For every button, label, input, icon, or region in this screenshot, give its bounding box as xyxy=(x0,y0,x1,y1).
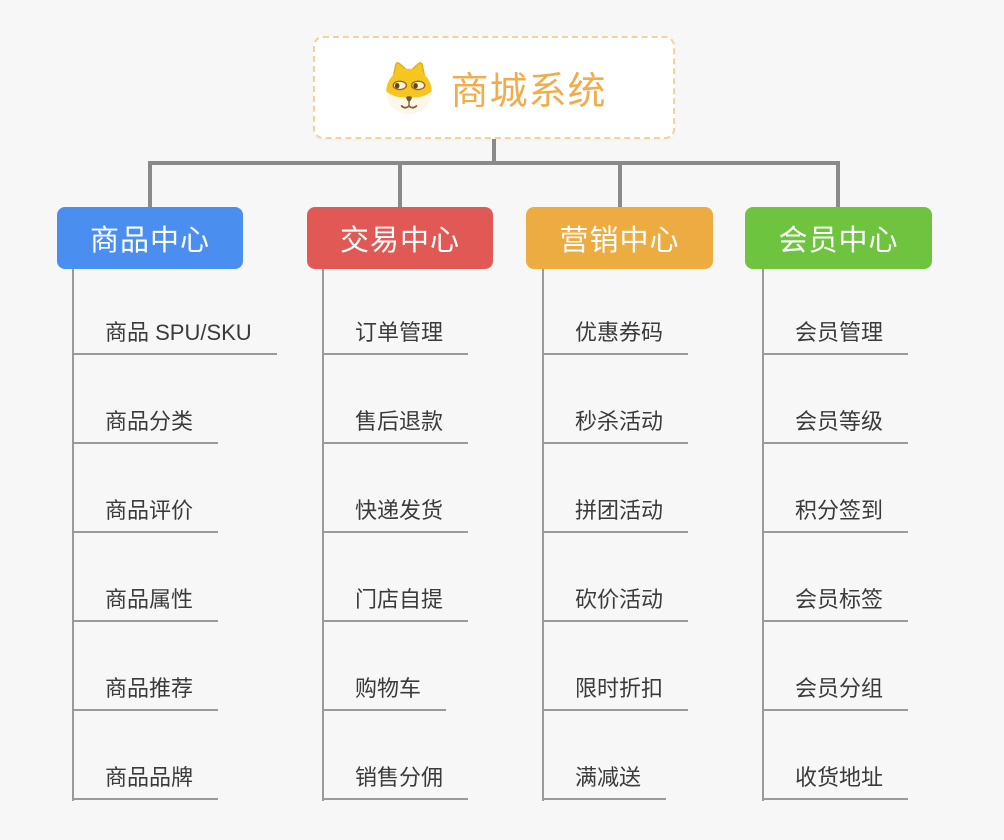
drop-line-marketing xyxy=(618,161,622,209)
leaf-node[interactable]: 收货地址 xyxy=(762,711,909,800)
drop-line-product xyxy=(148,161,152,209)
leaf-node[interactable]: 商品品牌 xyxy=(72,711,219,800)
leaf-node[interactable]: 会员等级 xyxy=(762,355,909,444)
leaf-column-member: 会员管理 会员等级 积分签到 会员标签 会员分组 收货地址 xyxy=(762,266,909,800)
leaf-node[interactable]: 商品 SPU/SKU xyxy=(72,266,277,355)
drop-line-member xyxy=(836,161,840,209)
trunk-line-product xyxy=(72,269,74,801)
trunk-line-trade xyxy=(322,269,324,801)
leaf-node[interactable]: 售后退款 xyxy=(322,355,469,444)
leaf-node[interactable]: 会员管理 xyxy=(762,266,909,355)
leaf-node[interactable]: 销售分佣 xyxy=(322,711,469,800)
branch-node-member-center[interactable]: 会员中心 xyxy=(745,207,932,269)
leaf-column-marketing: 优惠券码 秒杀活动 拼团活动 砍价活动 限时折扣 满减送 xyxy=(542,266,689,800)
leaf-column-product: 商品 SPU/SKU 商品分类 商品评价 商品属性 商品推荐 商品品牌 xyxy=(72,266,277,800)
leaf-node[interactable]: 商品推荐 xyxy=(72,622,219,711)
root-node-mall-system[interactable]: 商城系统 xyxy=(313,36,675,139)
branch-node-marketing-center[interactable]: 营销中心 xyxy=(526,207,713,269)
leaf-node[interactable]: 商品属性 xyxy=(72,533,219,622)
leaf-node[interactable]: 快递发货 xyxy=(322,444,469,533)
dog-face-icon xyxy=(386,61,433,114)
trunk-line-marketing xyxy=(542,269,544,801)
leaf-node[interactable]: 会员分组 xyxy=(762,622,909,711)
leaf-node[interactable]: 限时折扣 xyxy=(542,622,689,711)
leaf-node[interactable]: 订单管理 xyxy=(322,266,469,355)
branch-node-product-center[interactable]: 商品中心 xyxy=(57,207,243,269)
leaf-column-trade: 订单管理 售后退款 快递发货 门店自提 购物车 销售分佣 xyxy=(322,266,469,800)
trunk-line-member xyxy=(762,269,764,801)
root-node-label: 商城系统 xyxy=(450,71,607,113)
drop-line-trade xyxy=(398,161,402,209)
leaf-node[interactable]: 满减送 xyxy=(542,711,667,800)
leaf-node[interactable]: 砍价活动 xyxy=(542,533,689,622)
branch-node-trade-center[interactable]: 交易中心 xyxy=(307,207,493,269)
leaf-node[interactable]: 购物车 xyxy=(322,622,447,711)
leaf-node[interactable]: 商品分类 xyxy=(72,355,219,444)
leaf-node[interactable]: 拼团活动 xyxy=(542,444,689,533)
leaf-node[interactable]: 积分签到 xyxy=(762,444,909,533)
leaf-node[interactable]: 会员标签 xyxy=(762,533,909,622)
leaf-node[interactable]: 商品评价 xyxy=(72,444,219,533)
leaf-node[interactable]: 门店自提 xyxy=(322,533,469,622)
root-connector-line xyxy=(492,138,496,163)
branch-bus-line xyxy=(148,161,840,165)
leaf-node[interactable]: 秒杀活动 xyxy=(542,355,689,444)
leaf-node[interactable]: 优惠券码 xyxy=(542,266,689,355)
